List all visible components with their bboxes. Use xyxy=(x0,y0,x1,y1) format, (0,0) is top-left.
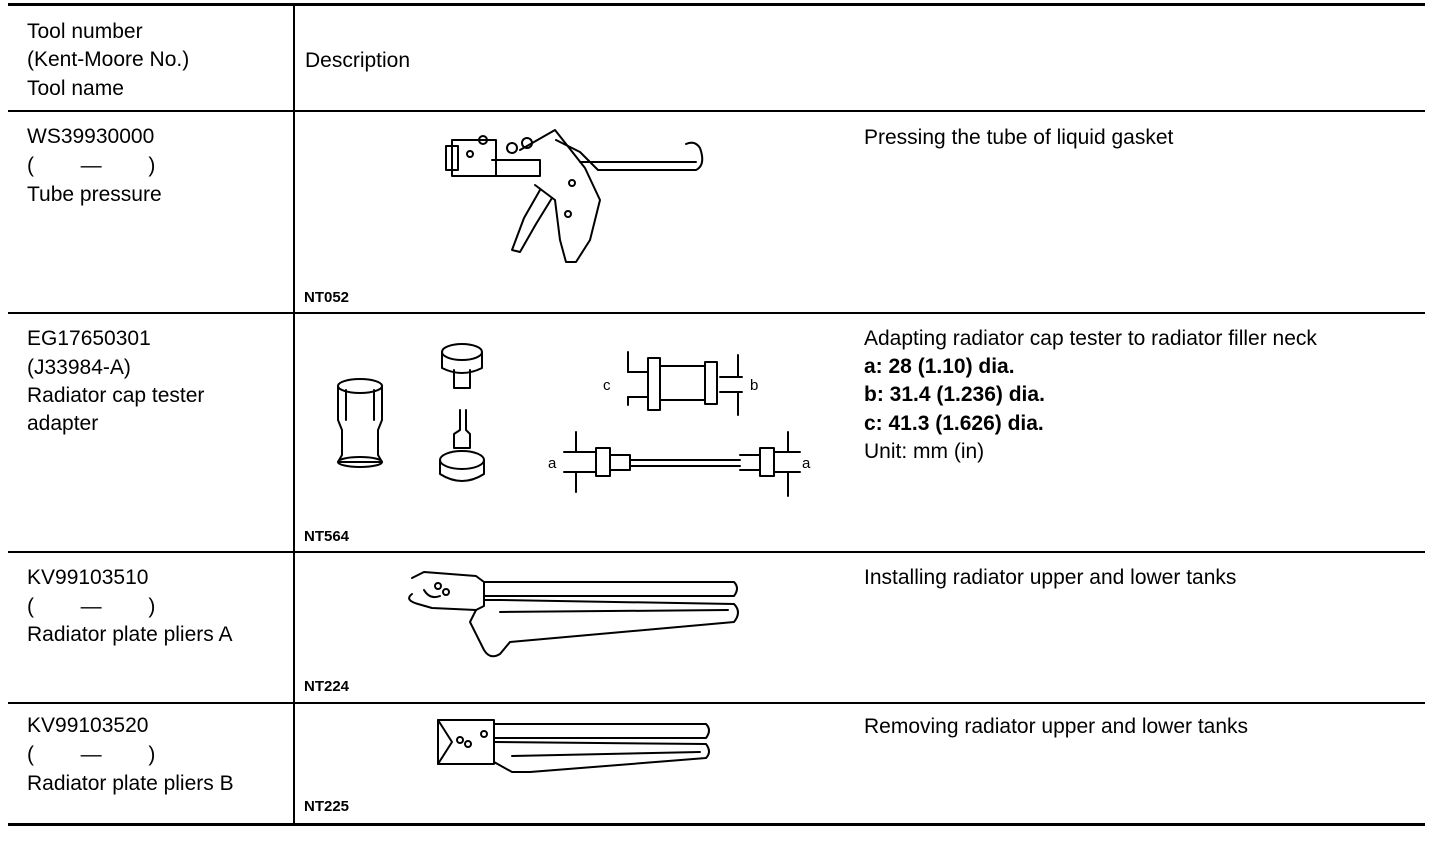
tool-description: Pressing the tube of liquid gasket xyxy=(864,126,1174,149)
spec-b: b: 31.4 (1.236) dia. xyxy=(864,383,1045,406)
unit-note: Unit: mm (in) xyxy=(864,440,985,463)
figure-code: NT052 xyxy=(304,289,350,306)
tool-name: Radiator plate pliers A xyxy=(27,623,233,646)
column-divider xyxy=(293,4,295,825)
header-description: Description xyxy=(305,49,411,72)
dimension-label-c: c xyxy=(603,377,611,394)
header-kent-moore: (Kent-Moore No.) xyxy=(27,48,190,71)
kent-moore-number: (J33984-A) xyxy=(27,356,131,379)
figure-code: NT225 xyxy=(304,798,350,815)
row-divider xyxy=(8,551,1425,553)
table-bottom-border xyxy=(8,823,1425,826)
tube-pressure-gun-illustration xyxy=(445,129,704,263)
tool-name: Radiator plate pliers B xyxy=(27,772,234,795)
dimension-label-a: a xyxy=(802,455,811,472)
tool-number: EG17650301 xyxy=(27,327,151,350)
tool-number: KV99103510 xyxy=(27,566,149,589)
header-bottom-border xyxy=(8,110,1425,112)
kent-moore-number: ( — ) xyxy=(27,595,156,618)
figure-code: NT224 xyxy=(304,678,350,695)
dimension-label-b: b xyxy=(750,377,758,394)
tool-name: Tube pressure xyxy=(27,183,162,206)
row-divider xyxy=(8,702,1425,704)
tool-number: KV99103520 xyxy=(27,714,149,737)
tool-description: Removing radiator upper and lower tanks xyxy=(864,715,1249,738)
dimension-label-a: a xyxy=(548,455,557,472)
tool-name-continued: adapter xyxy=(27,412,99,435)
radiator-plate-pliers-illustration xyxy=(408,571,739,658)
header-tool-number: Tool number xyxy=(27,20,143,43)
tool-description: Installing radiator upper and lower tank… xyxy=(864,566,1237,589)
radiator-plate-pliers-illustration xyxy=(437,719,710,773)
tool-name: Radiator cap tester xyxy=(27,384,205,407)
tool-description: Adapting radiator cap tester to radiator… xyxy=(864,327,1317,350)
spec-a: a: 28 (1.10) dia. xyxy=(864,355,1015,378)
tool-number: WS39930000 xyxy=(27,125,155,148)
row-divider xyxy=(8,312,1425,314)
figure-code: NT564 xyxy=(304,528,350,545)
header-tool-name: Tool name xyxy=(27,77,124,100)
kent-moore-number: ( — ) xyxy=(27,154,156,177)
spec-c: c: 41.3 (1.626) dia. xyxy=(864,412,1044,435)
table-top-border xyxy=(8,3,1425,6)
kent-moore-number: ( — ) xyxy=(27,743,156,766)
radiator-cap-adapter-illustration: c b a a xyxy=(337,343,811,497)
